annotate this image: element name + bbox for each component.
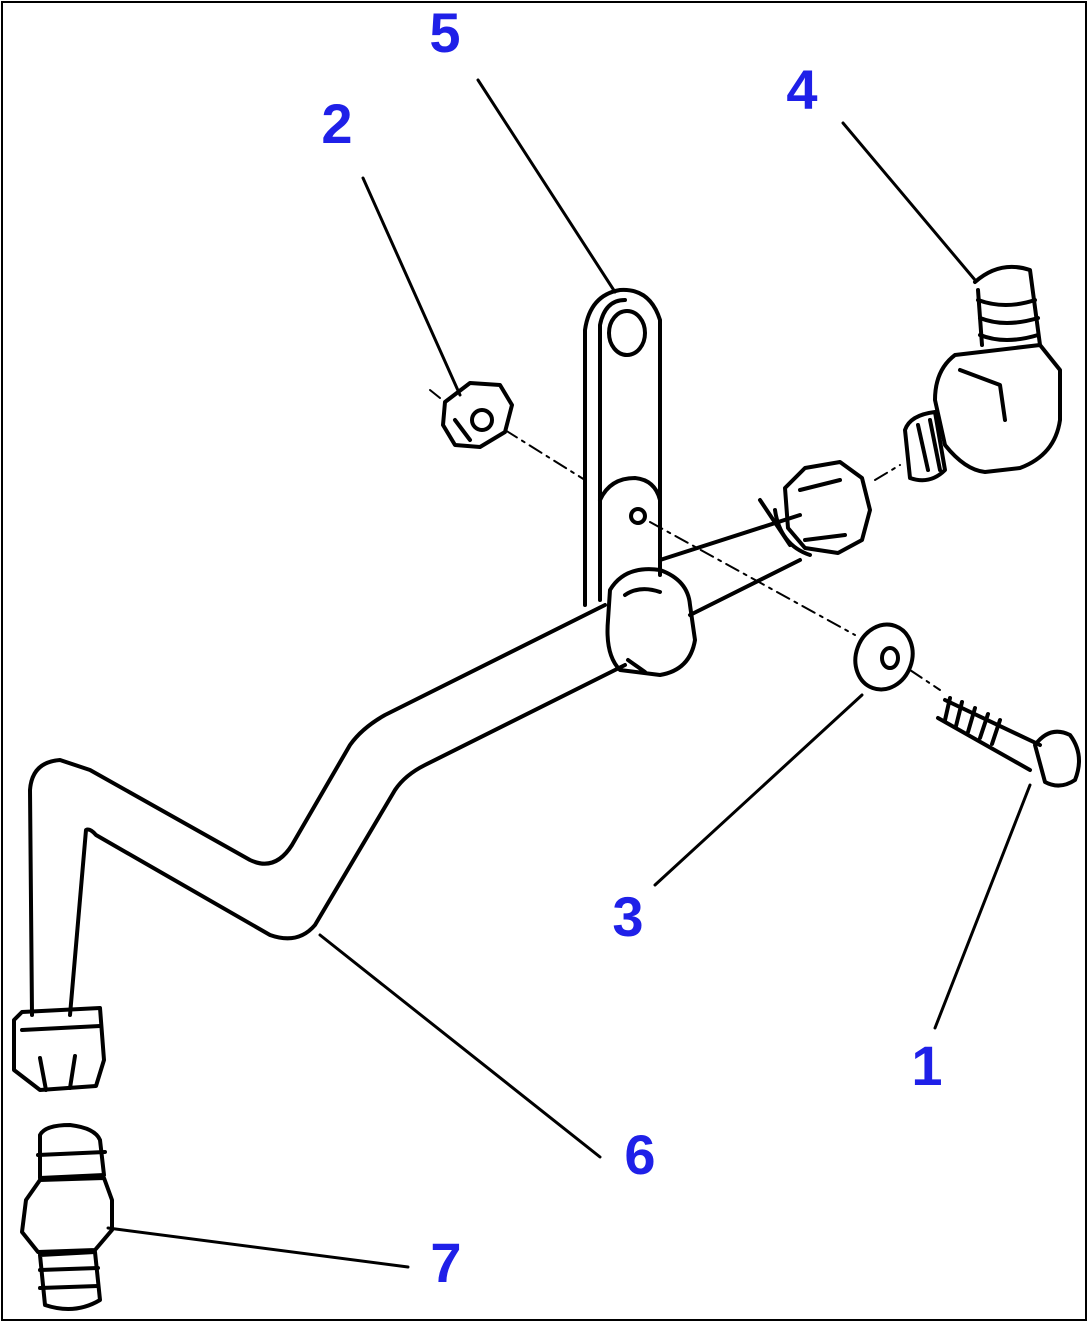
part-3-washer — [853, 622, 915, 692]
callout-6: 6 — [624, 1123, 656, 1186]
alignment-lines — [429, 389, 941, 691]
callout-4: 4 — [786, 58, 818, 121]
part-6-end-nut — [12, 1006, 106, 1092]
leader-lines — [106, 78, 1032, 1269]
part-4-elbow — [903, 265, 1062, 483]
callout-1: 1 — [911, 1034, 943, 1097]
part-5-clamp — [583, 287, 697, 677]
callout-7: 7 — [430, 1231, 462, 1294]
part-7-adapter — [20, 1123, 114, 1311]
part-6-tube — [28, 498, 802, 1017]
callout-2: 2 — [321, 92, 353, 155]
part-1-bolt — [936, 696, 1081, 788]
part-2-nut — [441, 381, 514, 449]
callout-3: 3 — [612, 885, 644, 948]
part-6-upper-nut — [773, 460, 872, 557]
callout-5: 5 — [429, 1, 461, 64]
